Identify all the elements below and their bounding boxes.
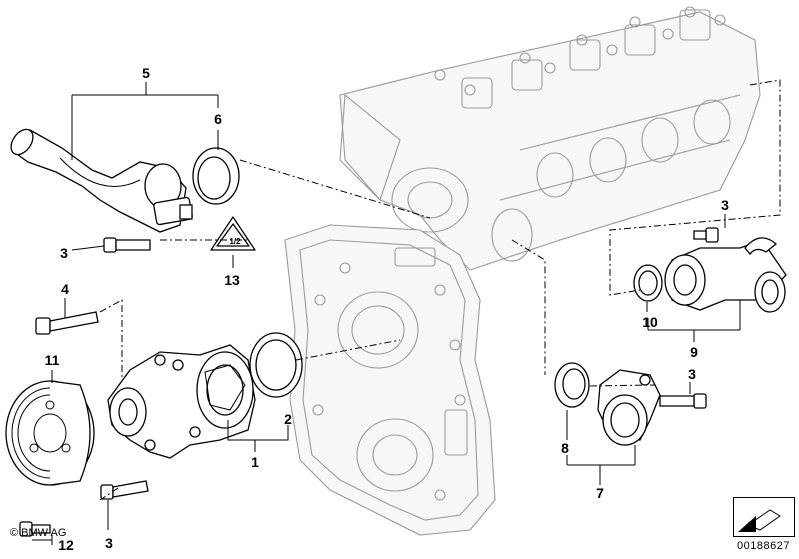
navigation-button[interactable] — [733, 497, 795, 537]
part-5-coolant-pipe — [10, 128, 193, 233]
part-10-o-ring — [633, 264, 663, 302]
nav-arrow-icon — [738, 509, 781, 532]
label-part-2: 2 — [284, 411, 292, 427]
leader-lines — [32, 82, 741, 545]
label-part-3-right-upper: 3 — [721, 197, 729, 213]
label-part-9: 9 — [690, 344, 698, 360]
part-3-screw-top-left — [103, 237, 151, 253]
copyright-text: © BMW AG — [10, 527, 67, 539]
part-6-seal-ring — [192, 147, 240, 205]
part-3-screw-right-lower — [659, 393, 707, 409]
label-part-1: 1 — [251, 454, 259, 470]
label-part-5: 5 — [142, 65, 150, 81]
part-1-water-pump — [107, 344, 256, 459]
warning-sign-text: 1/2 — [229, 237, 241, 246]
label-part-8: 8 — [561, 440, 569, 456]
label-part-6: 6 — [214, 111, 222, 127]
label-part-4: 4 — [61, 281, 69, 297]
label-part-3-bottom: 3 — [105, 535, 113, 551]
part-3-screw-right-upper — [693, 227, 719, 243]
engine-block-ghost — [284, 6, 761, 536]
part-7-housing — [597, 369, 661, 446]
alignment-lines — [99, 79, 781, 501]
part-12-screw — [19, 521, 51, 537]
label-part-12: 12 — [58, 537, 74, 553]
label-part-3-right-lower: 3 — [688, 366, 696, 382]
part-11-pulley — [5, 380, 95, 486]
part-13-warning-sign: 1/2 — [210, 216, 256, 251]
reference-number: 00188627 — [737, 540, 790, 552]
part-3-screw-bottom — [100, 480, 149, 500]
label-part-11: 11 — [44, 352, 60, 368]
part-2-o-ring — [249, 332, 303, 398]
label-part-3-top-left: 3 — [60, 245, 68, 261]
label-part-7: 7 — [596, 485, 604, 501]
part-9-outlet-pipe — [664, 237, 787, 313]
part-4-bolt — [35, 311, 99, 335]
part-8-seal — [554, 362, 590, 408]
label-part-10: 10 — [642, 314, 658, 330]
label-part-13: 13 — [224, 272, 240, 288]
